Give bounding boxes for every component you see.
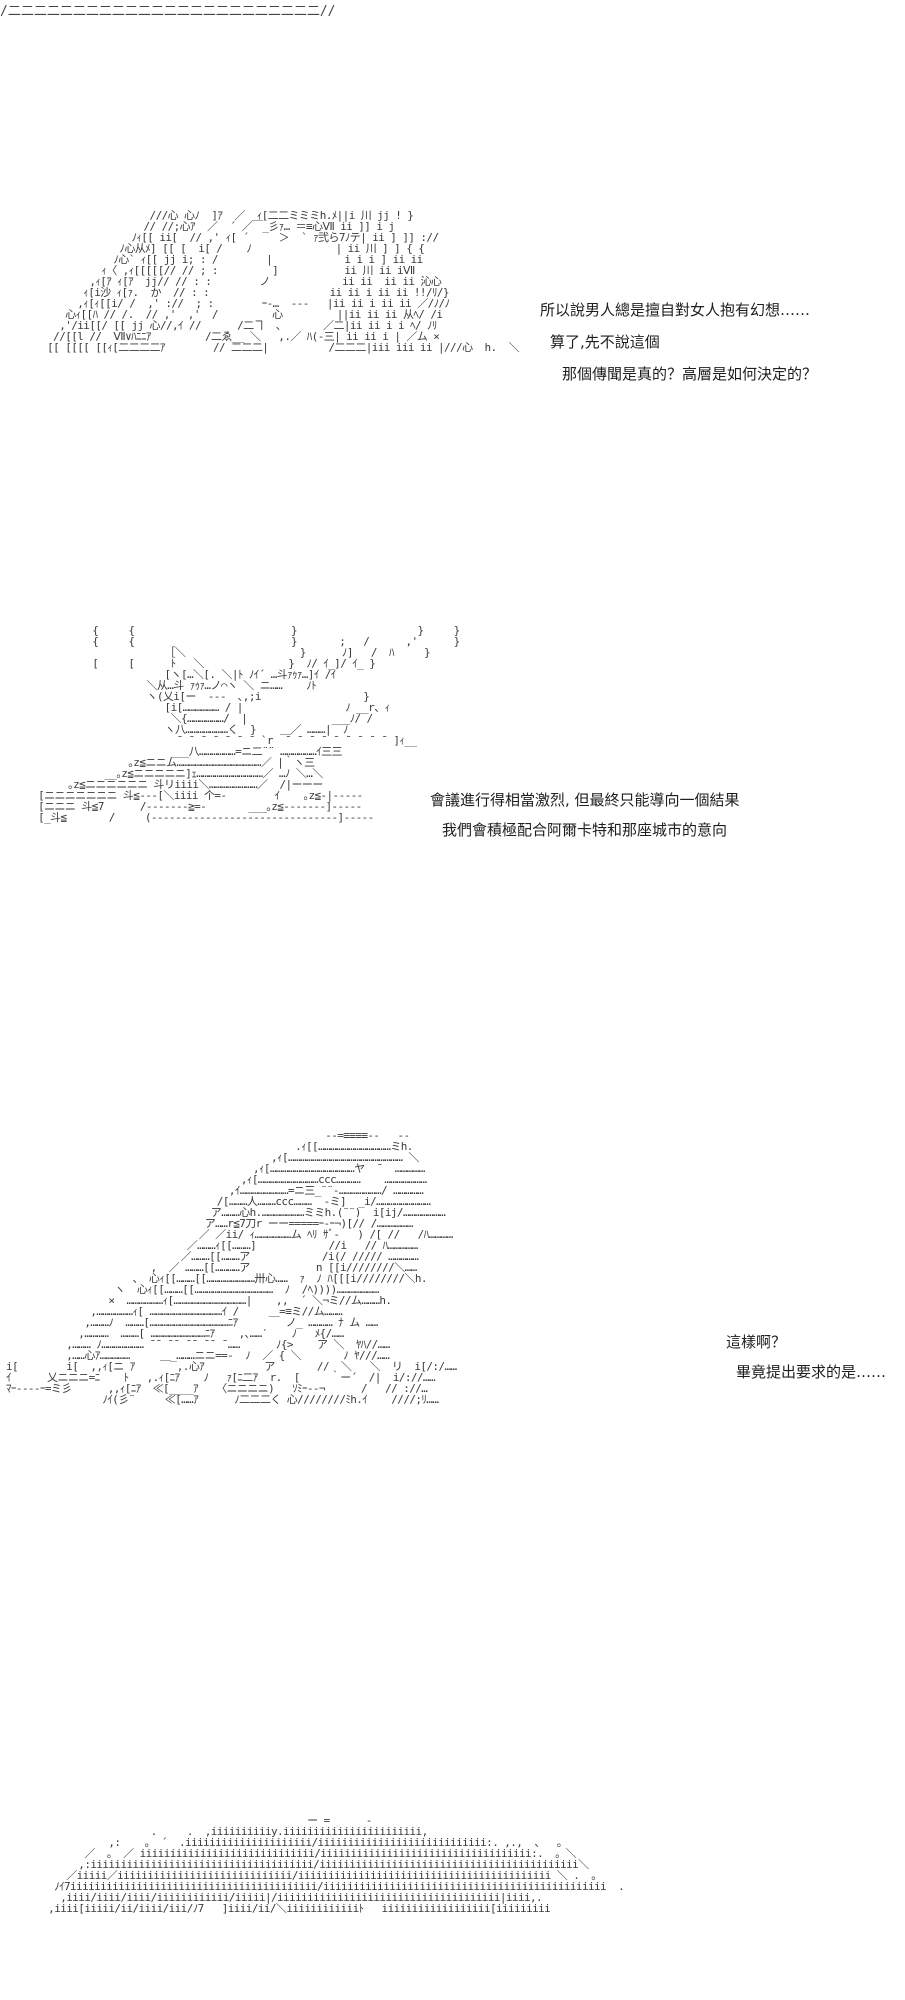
- ascii-art-character-2: { { } } } { { } ; / ,' } ［＼ } ﾉ] / ﾊ: [38, 624, 460, 824]
- dialogue-line: 算了,先不說這個: [550, 333, 660, 351]
- dialogue-box-2: 會議進行得相當激烈, 但最終只能導向一個結果 我們會積極配合阿爾卡特和那座城市的…: [430, 783, 740, 847]
- dialogue-line: 我們會積極配合阿爾卡特和那座城市的意向: [442, 821, 728, 839]
- ascii-art-character-3: --=≡≡≡≡-- -- .ｨ[[………………………………ミh. ,ｨ[……………: [6, 1129, 457, 1406]
- dialogue-line: 那個傳聞是真的？高層是如何決定的？: [562, 365, 818, 383]
- ascii-art-character-4: ー = - . . ,iiiiiiiiiiy.iiiiiiiiiiiiiiiii…: [48, 1814, 625, 1915]
- dialogue-line: 這樣啊？: [726, 1333, 787, 1351]
- panel-2: { { } } } { { } ; / ,' } ［＼ } ﾉ] / ﾊ: [0, 620, 905, 940]
- dialogue-line: 畢竟提出要求的是……: [736, 1363, 887, 1381]
- dialogue-box-1: 所以說男人總是擅自對女人抱有幻想…… 算了,先不說這個 那個傳聞是真的？高層是如…: [540, 293, 817, 391]
- dialogue-line: 會議進行得相當激烈, 但最終只能導向一個結果: [430, 791, 740, 809]
- panel-4: ー = - . . ,iiiiiiiiiiy.iiiiiiiiiiiiiiiii…: [0, 1810, 905, 2000]
- ascii-art-character-1: ///心 心ﾉ ]ｱ ／ ｨ[二二ミミミh.ﾒ||i 川 jj ! } // /…: [47, 209, 520, 354]
- dialogue-box-3: 這樣啊？ 畢竟提出要求的是……: [726, 1325, 886, 1389]
- panel-3: --=≡≡≡≡-- -- .ｨ[[………………………………ミh. ,ｨ[……………: [0, 1130, 905, 1630]
- panel-1: ///心 心ﾉ ]ｱ ／ ｨ[二二ミミミh.ﾒ||i 川 jj ! } // /…: [0, 200, 905, 460]
- header-divider: /二二二二二二二二二二二二二二二二二二二二二二二二//: [0, 4, 336, 19]
- dialogue-line: 所以說男人總是擅自對女人抱有幻想……: [540, 301, 811, 319]
